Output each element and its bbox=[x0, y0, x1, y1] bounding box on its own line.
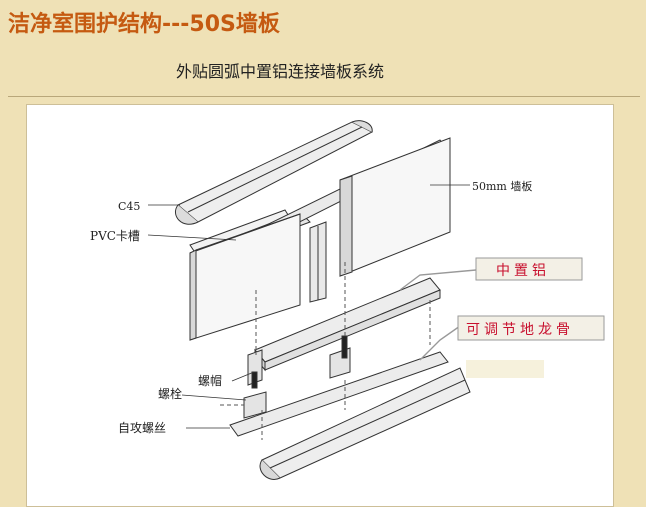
page-title: 洁净室围护结构---50S墙板 bbox=[8, 12, 280, 37]
bolt-bracket bbox=[243, 391, 267, 419]
tag-adjustable-keel-box bbox=[457, 315, 605, 341]
right-wall-panel bbox=[339, 137, 451, 277]
tag-center-aluminum: 中置铝 bbox=[496, 263, 550, 279]
label-wall-panel: 50mm 墙板 bbox=[472, 179, 532, 193]
label-nut: 螺帽 bbox=[198, 373, 222, 388]
bottom-c45-cove-profile bbox=[259, 367, 471, 480]
label-c45: C45 bbox=[118, 200, 140, 213]
label-pvc-slot: PVC卡槽 bbox=[90, 229, 140, 243]
page-subtitle: 外贴圆弧中置铝连接墙板系统 bbox=[176, 62, 385, 81]
header-divider bbox=[8, 96, 640, 97]
c45-cove-profile bbox=[175, 120, 374, 225]
label-bolt: 螺栓 bbox=[158, 386, 182, 401]
bolt-left bbox=[251, 371, 258, 389]
tag-adjustable-keel: 可调节地龙骨 bbox=[466, 322, 574, 338]
center-aluminum-post bbox=[309, 221, 327, 303]
left-wall-panel bbox=[189, 213, 301, 341]
bolt-right bbox=[341, 335, 348, 359]
bottom-track-profile bbox=[229, 351, 449, 437]
label-self-tap-screw: 自攻螺丝 bbox=[118, 421, 166, 435]
adjustable-floor-keel bbox=[254, 277, 441, 372]
tag-center-aluminum-box bbox=[475, 257, 583, 281]
tag-empty-box bbox=[466, 360, 544, 378]
